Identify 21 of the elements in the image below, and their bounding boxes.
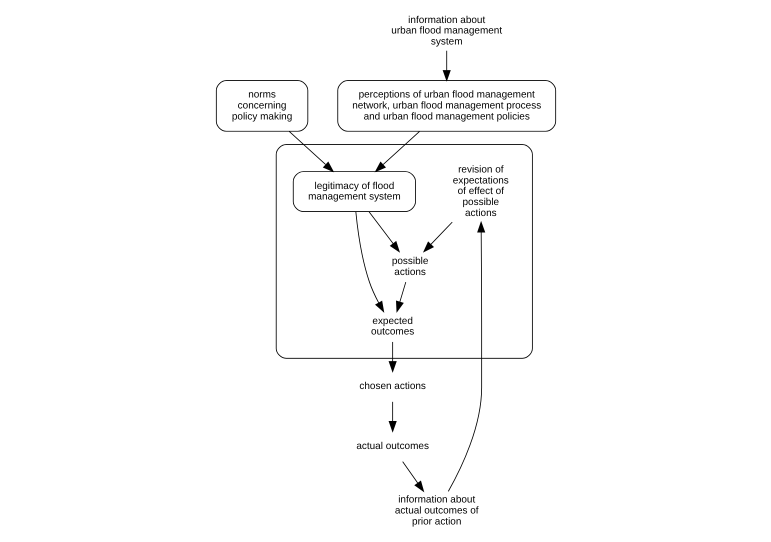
node-text: information about actual outcomes of prior action (394, 494, 478, 528)
cluster (275, 144, 532, 359)
arrow (374, 131, 420, 172)
node-text: actual outcomes (356, 441, 428, 452)
arrow (368, 211, 400, 253)
node-text: expected outcomes (370, 316, 414, 338)
node-box: perceptions of urban flood management network, urban flood management process and urban flood management policies (336, 80, 556, 132)
arrow (422, 222, 452, 253)
node-text: chosen actions (358, 381, 426, 392)
node-text: information about urban flood management system (390, 14, 502, 48)
node-text: revision of expectations of effect of possible actions (452, 164, 508, 219)
arrow (447, 220, 485, 492)
node-text: possible actions (391, 256, 428, 278)
arrow (402, 461, 424, 492)
arrow (388, 342, 396, 373)
arrow (442, 50, 450, 82)
arrow (396, 282, 406, 313)
node-box: norms concerning policy making (215, 80, 308, 132)
node-box: legitimacy of flood management system (292, 171, 416, 212)
arrow (354, 211, 384, 313)
arrow (388, 401, 396, 433)
